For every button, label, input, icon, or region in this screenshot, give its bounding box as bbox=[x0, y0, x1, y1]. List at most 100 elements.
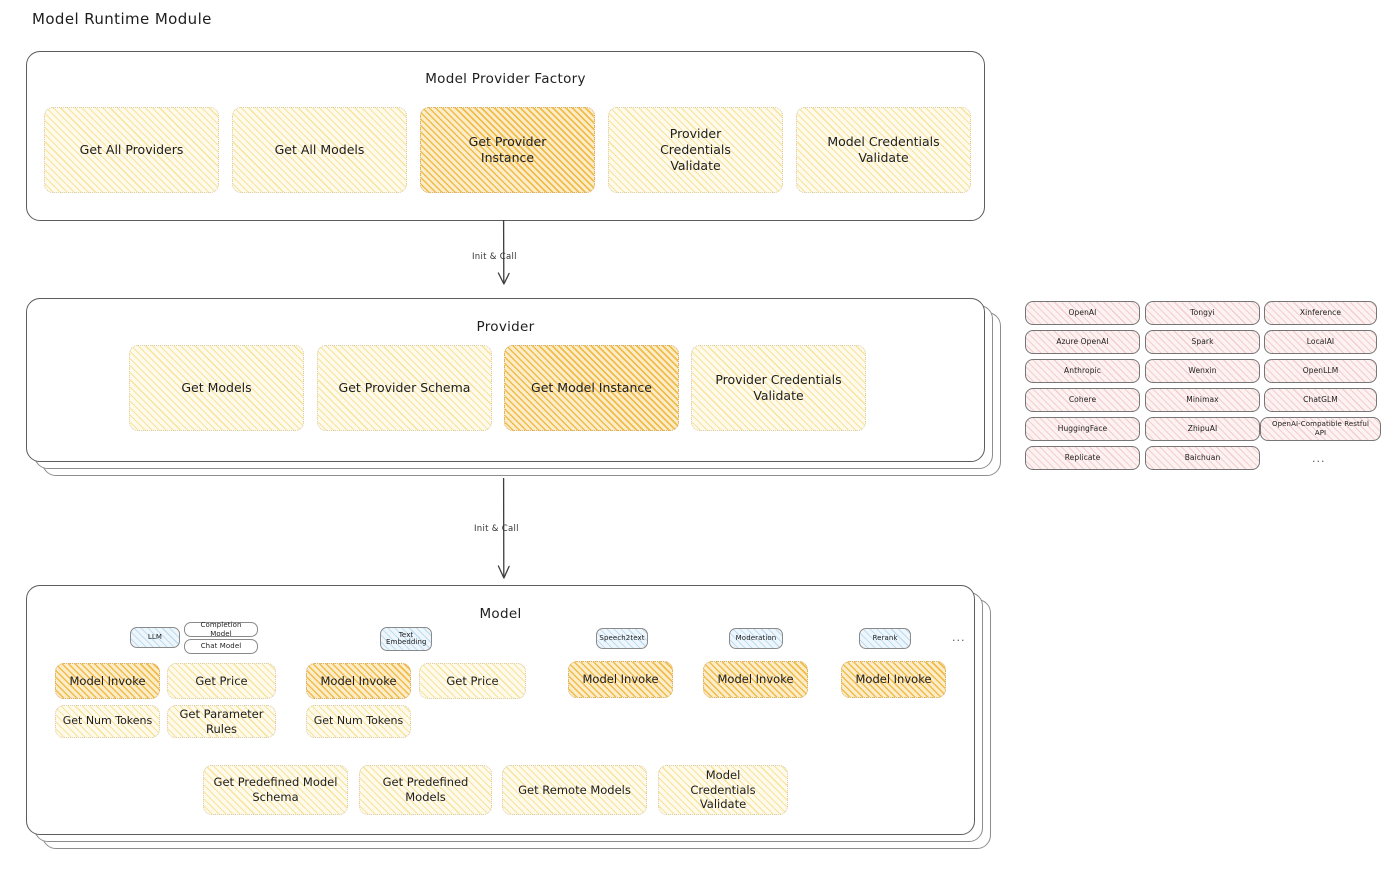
model-type-badge-label: LLM bbox=[147, 633, 163, 642]
provider-chip-minimax[interactable]: Minimax bbox=[1145, 388, 1260, 412]
model-method-label: Model Invoke bbox=[320, 673, 397, 688]
model-method-llm-model-invoke[interactable]: Model Invoke bbox=[55, 663, 160, 699]
model-method-speech2text-model-invoke[interactable]: Model Invoke bbox=[568, 661, 673, 698]
provider-chip-openllm[interactable]: OpenLLM bbox=[1264, 359, 1377, 383]
factory-box-label: Model Credentials Validate bbox=[827, 134, 940, 165]
provider-box-label: Provider Credentials Validate bbox=[715, 372, 842, 403]
model-common-label: Get Predefined Models bbox=[382, 775, 469, 804]
model-type-badge-label: Speech2text bbox=[599, 634, 645, 643]
provider-chip-label: Replicate bbox=[1064, 453, 1101, 463]
model-method-label: Model Invoke bbox=[582, 672, 659, 687]
model-common-get-predefined-model-schema[interactable]: Get Predefined Model Schema bbox=[203, 765, 348, 815]
factory-box-model-credentials-validate[interactable]: Model Credentials Validate bbox=[796, 107, 971, 193]
model-subtype-completion-model[interactable]: Completion Model bbox=[184, 620, 258, 638]
provider-chip-spark[interactable]: Spark bbox=[1145, 330, 1260, 354]
provider-chip-label: Anthropic bbox=[1064, 366, 1101, 376]
model-method-label: Get Num Tokens bbox=[62, 714, 153, 728]
model-subtype-label: Completion Model bbox=[200, 620, 242, 638]
model-common-get-remote-models[interactable]: Get Remote Models bbox=[502, 765, 647, 815]
provider-chip-label: Azure OpenAI bbox=[1056, 337, 1109, 347]
provider-box-get-models[interactable]: Get Models bbox=[129, 345, 304, 431]
provider-chip-chatglm[interactable]: ChatGLM bbox=[1264, 388, 1377, 412]
arrow-factory-to-provider bbox=[497, 220, 510, 285]
provider-box-label: Get Provider Schema bbox=[338, 380, 471, 395]
model-common-label: Model Credentials Validate bbox=[690, 767, 756, 812]
model-type-badge-speech2text[interactable]: Speech2text bbox=[596, 628, 648, 649]
provider-box-label: Get Models bbox=[181, 380, 252, 395]
provider-chip-label: ChatGLM bbox=[1303, 395, 1338, 405]
model-method-label: Get Parameter Rules bbox=[179, 706, 264, 736]
factory-box-get-provider-instance[interactable]: Get Provider Instance bbox=[420, 107, 595, 193]
provider-chip-label: Xinference bbox=[1299, 308, 1342, 318]
model-method-rerank-model-invoke[interactable]: Model Invoke bbox=[841, 661, 946, 698]
provider-chip-label: Spark bbox=[1191, 337, 1214, 347]
model-type-badge-label: Text Embedding bbox=[386, 630, 427, 646]
model-provider-factory-title: Model Provider Factory bbox=[425, 71, 586, 87]
factory-box-label: Get All Providers bbox=[79, 142, 184, 157]
model-method-moderation-model-invoke[interactable]: Model Invoke bbox=[703, 661, 808, 698]
factory-box-get-all-models[interactable]: Get All Models bbox=[232, 107, 407, 193]
provider-chip-wenxin[interactable]: Wenxin bbox=[1145, 359, 1260, 383]
model-type-badge-moderation[interactable]: Moderation bbox=[729, 628, 783, 649]
provider-chip-anthropic[interactable]: Anthropic bbox=[1025, 359, 1140, 383]
model-common-get-predefined-models[interactable]: Get Predefined Models bbox=[359, 765, 492, 815]
model-common-model-credentials-validate[interactable]: Model Credentials Validate bbox=[658, 765, 788, 815]
factory-box-label: Provider Credentials Validate bbox=[660, 126, 731, 173]
provider-chip-cohere[interactable]: Cohere bbox=[1025, 388, 1140, 412]
provider-chip-label: ZhipuAI bbox=[1187, 424, 1218, 434]
model-type-badge-rerank[interactable]: Rerank bbox=[859, 628, 911, 649]
arrow-provider-to-model bbox=[497, 478, 510, 579]
model-subtype-label: Chat Model bbox=[200, 642, 242, 651]
provider-chip-label: Cohere bbox=[1068, 395, 1097, 405]
provider-chip-label: Minimax bbox=[1186, 395, 1219, 405]
provider-chip-label: Tongyi bbox=[1190, 308, 1215, 318]
provider-chip-label: HuggingFace bbox=[1057, 424, 1108, 434]
provider-chip-baichuan[interactable]: Baichuan bbox=[1145, 446, 1260, 470]
provider-chip-localai[interactable]: LocalAI bbox=[1264, 330, 1377, 354]
provider-title: Provider bbox=[476, 319, 535, 335]
model-method-llm-get-parameter-rules[interactable]: Get Parameter Rules bbox=[167, 705, 276, 738]
model-type-badge-text-embedding[interactable]: Text Embedding bbox=[380, 627, 432, 651]
model-types-more-ellipsis: ... bbox=[952, 631, 966, 644]
provider-chip-azure-openai[interactable]: Azure OpenAI bbox=[1025, 330, 1140, 354]
provider-chip-xinference[interactable]: Xinference bbox=[1264, 301, 1377, 325]
provider-chip-label: OpenAI-Compatible Restful API bbox=[1272, 420, 1369, 437]
provider-chip-openai-compatible-restful-api[interactable]: OpenAI-Compatible Restful API bbox=[1260, 417, 1381, 441]
model-method-embedding-get-price[interactable]: Get Price bbox=[419, 663, 526, 699]
page-title: Model Runtime Module bbox=[32, 10, 212, 28]
model-method-label: Get Price bbox=[195, 673, 248, 688]
provider-box-get-provider-schema[interactable]: Get Provider Schema bbox=[317, 345, 492, 431]
provider-box-get-model-instance[interactable]: Get Model Instance bbox=[504, 345, 679, 431]
model-method-llm-get-num-tokens[interactable]: Get Num Tokens bbox=[55, 705, 160, 738]
arrow-label-init-and-call-2: Init & Call bbox=[474, 524, 519, 534]
model-method-label: Model Invoke bbox=[717, 672, 794, 687]
provider-chip-zhipuai[interactable]: ZhipuAI bbox=[1145, 417, 1260, 441]
model-method-label: Get Num Tokens bbox=[313, 714, 404, 728]
provider-chip-huggingface[interactable]: HuggingFace bbox=[1025, 417, 1140, 441]
provider-list-more-ellipsis: ... bbox=[1312, 452, 1326, 465]
provider-chip-label: Wenxin bbox=[1188, 366, 1217, 376]
provider-chip-tongyi[interactable]: Tongyi bbox=[1145, 301, 1260, 325]
factory-box-provider-credentials-validate[interactable]: Provider Credentials Validate bbox=[608, 107, 783, 193]
provider-chip-label: LocalAI bbox=[1306, 337, 1335, 347]
model-method-llm-get-price[interactable]: Get Price bbox=[167, 663, 276, 699]
factory-box-get-all-providers[interactable]: Get All Providers bbox=[44, 107, 219, 193]
model-type-badge-label: Moderation bbox=[735, 634, 777, 643]
factory-box-label: Get Provider Instance bbox=[468, 134, 547, 165]
model-method-label: Model Invoke bbox=[69, 673, 146, 688]
provider-box-provider-credentials-validate[interactable]: Provider Credentials Validate bbox=[691, 345, 866, 431]
provider-chip-label: OpenAI bbox=[1068, 308, 1097, 318]
model-type-badge-llm[interactable]: LLM bbox=[130, 627, 180, 648]
model-common-label: Get Predefined Model Schema bbox=[213, 775, 338, 804]
model-subtype-chat-model[interactable]: Chat Model bbox=[184, 639, 258, 654]
provider-chip-openai[interactable]: OpenAI bbox=[1025, 301, 1140, 325]
provider-box-label: Get Model Instance bbox=[531, 380, 652, 395]
model-method-embedding-model-invoke[interactable]: Model Invoke bbox=[306, 663, 411, 699]
arrow-label-init-and-call-1: Init & Call bbox=[472, 252, 517, 262]
provider-chip-replicate[interactable]: Replicate bbox=[1025, 446, 1140, 470]
model-method-label: Get Price bbox=[446, 673, 499, 688]
model-type-badge-label: Rerank bbox=[872, 634, 898, 643]
model-common-label: Get Remote Models bbox=[518, 782, 631, 797]
model-method-embedding-get-num-tokens[interactable]: Get Num Tokens bbox=[306, 705, 411, 738]
